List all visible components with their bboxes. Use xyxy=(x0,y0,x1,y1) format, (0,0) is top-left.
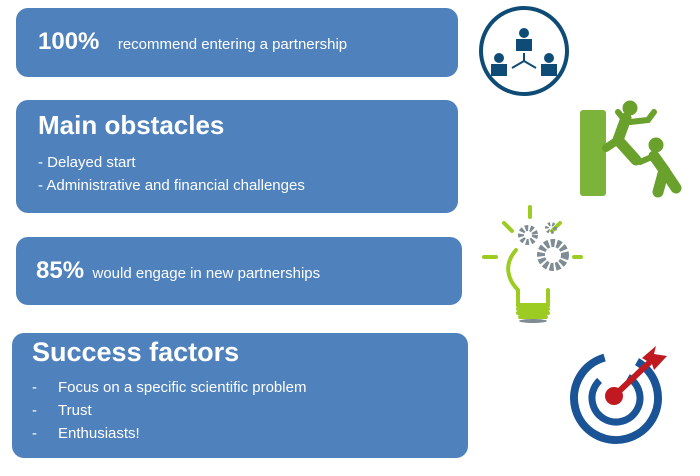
new-partnerships-box: 85% would engage in new partnerships xyxy=(16,237,462,305)
stat-85: 85% xyxy=(36,257,85,284)
success-item: -Trust xyxy=(32,402,92,419)
recommend-partnership-box: 100% recommend entering a partnership xyxy=(16,8,458,77)
stat-85-text: would engage in new partnerships xyxy=(92,265,321,282)
stat-100: 100% xyxy=(38,28,100,55)
success-item: -Focus on a specific scientific problem xyxy=(32,379,307,396)
network-people-icon xyxy=(479,6,569,96)
success-factors-title: Success factors xyxy=(32,337,240,367)
lightbulb-gears-icon xyxy=(482,205,583,323)
main-obstacles-title: Main obstacles xyxy=(38,110,225,140)
success-item: -Enthusiasts! xyxy=(32,425,140,442)
main-obstacles-box: Main obstacles - Delayed start - Adminis… xyxy=(16,100,458,213)
obstacle-item: - Administrative and financial challenge… xyxy=(38,177,305,194)
climbing-wall-icon xyxy=(580,100,682,198)
target-dart-icon xyxy=(570,346,667,445)
success-factors-box: Success factors -Focus on a specific sci… xyxy=(12,333,468,458)
obstacle-item: - Delayed start xyxy=(38,154,136,171)
stat-100-text: recommend entering a partnership xyxy=(117,36,348,53)
